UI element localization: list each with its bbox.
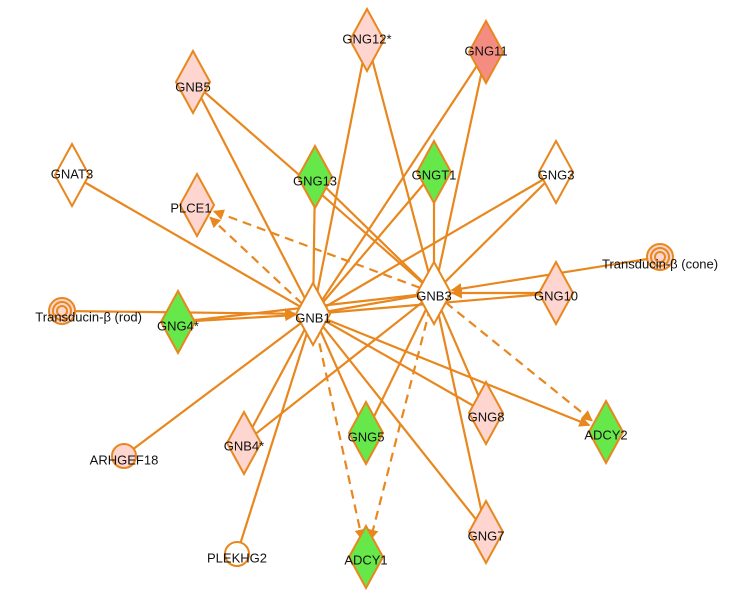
node-diamond-shape	[415, 259, 453, 327]
node-diamond-shape	[467, 18, 505, 86]
node-arhgef18[interactable]: ARHGEF18	[90, 443, 159, 469]
node-label-gnb5: GNB5	[175, 79, 210, 94]
node-gng13[interactable]: GNG13	[293, 143, 337, 211]
node-diamond-shape	[225, 409, 263, 477]
node-plekhg2[interactable]: PLEKHG2	[207, 541, 267, 567]
node-gngt1[interactable]: GNGT1	[412, 138, 457, 206]
node-gng8[interactable]: GNG8	[467, 379, 505, 447]
node-label-adcy1: ADCY1	[344, 552, 387, 567]
node-gnb3[interactable]: GNB3	[415, 259, 453, 327]
node-diamond-shape	[415, 138, 453, 206]
node-tbrod[interactable]: Transducin-β (rod)	[35, 297, 142, 325]
node-label-gng13: GNG13	[293, 173, 337, 188]
node-label-adcy2: ADCY2	[584, 427, 627, 442]
edge-gnb3-gnb4	[243, 292, 435, 444]
node-label-gngt1: GNGT1	[412, 167, 457, 182]
node-diamond-shape	[467, 379, 505, 447]
node-gnat3[interactable]: GNAT3	[51, 141, 93, 209]
node-gng10[interactable]: GNG10	[534, 259, 578, 327]
edge-gnb1-gng7	[312, 313, 487, 533]
node-diamond-shape	[347, 399, 385, 467]
edge-gnb1-gng5	[311, 313, 368, 434]
edge-gnb3-gng5	[365, 292, 435, 434]
node-circle-shape	[224, 541, 250, 567]
edge-gnb1-gnb3	[312, 291, 435, 316]
node-ring-shape	[654, 251, 666, 263]
edge-gnb1-gnat3	[71, 174, 314, 315]
node-diamond-shape	[537, 259, 575, 327]
node-label-gnb3: GNB3	[416, 288, 451, 303]
edge-gnb1-adcy1	[311, 313, 366, 541]
node-diamond-shape	[537, 138, 575, 206]
edge-gnb3-gng13	[314, 176, 435, 294]
node-gng3[interactable]: GNG3	[537, 138, 575, 206]
node-diamond-shape	[174, 48, 212, 116]
node-label-tbcone: Transducin-β (cone)	[602, 256, 718, 271]
edge-gnb3-gng3	[433, 171, 557, 294]
node-plce1[interactable]: PLCE1	[170, 171, 216, 239]
node-gng7[interactable]: GNG7	[467, 498, 505, 566]
node-gng4[interactable]: GNG4*	[157, 288, 199, 356]
node-label-gnb4: GNB4*	[224, 438, 264, 453]
node-label-gng11: GNG11	[464, 43, 507, 58]
edge-gnb3-adcy2	[433, 292, 593, 422]
edge-gnb3-gng11	[432, 51, 488, 294]
node-ring-shape	[56, 305, 68, 317]
node-gng12[interactable]: GNG12*	[342, 6, 392, 74]
node-ring-shape	[650, 247, 670, 267]
node-ring-shape	[52, 301, 72, 321]
node-tbcone[interactable]: Transducin-β (cone)	[602, 243, 718, 271]
node-diamond-shape	[467, 498, 505, 566]
node-label-gng3: GNG3	[538, 167, 575, 182]
node-label-gnat3: GNAT3	[51, 166, 93, 181]
node-gnb5[interactable]: GNB5	[174, 48, 212, 116]
edge-gnb1-gng12	[311, 39, 369, 315]
edge-gnb1-gngt1	[312, 171, 435, 315]
node-label-gng5: GNG5	[348, 429, 385, 444]
node-label-gng7: GNG7	[468, 528, 505, 543]
node-adcy1[interactable]: ADCY1	[344, 523, 388, 591]
node-label-plce1: PLCE1	[170, 200, 211, 215]
edge-gnb3-gng7	[432, 292, 488, 533]
node-label-gng4: GNG4*	[157, 318, 199, 333]
node-label-tbrod: Transducin-β (rod)	[35, 309, 142, 324]
node-diamond-shape	[178, 171, 216, 239]
node-circle-shape	[111, 443, 137, 469]
node-diamond-shape	[53, 141, 91, 209]
edge-gnb1-gnb5	[192, 81, 314, 315]
node-label-gng8: GNG8	[468, 409, 505, 424]
edge-gnb1-plce1	[209, 216, 314, 315]
edge-gnb3-gng8	[432, 292, 488, 414]
edge-gnb1-gnb4	[243, 313, 314, 444]
node-label-plekhg2: PLEKHG2	[207, 550, 267, 565]
node-gnb1[interactable]: GNB1	[294, 280, 332, 348]
node-diamond-shape	[347, 523, 385, 591]
edge-gnb3-gng12	[365, 39, 436, 294]
edge-gnb3-plce1	[212, 209, 435, 295]
node-diamond-shape	[159, 288, 197, 356]
node-diamond-shape	[348, 6, 386, 74]
edge-gnb1-gng11	[312, 51, 487, 315]
node-gng11[interactable]: GNG11	[464, 18, 508, 86]
node-diamond-shape	[294, 280, 332, 348]
node-gnb4[interactable]: GNB4*	[224, 409, 264, 477]
node-label-gng10: GNG10	[534, 288, 578, 303]
node-label-gng12: GNG12*	[342, 31, 391, 46]
node-adcy2[interactable]: ADCY2	[584, 398, 628, 466]
node-label-gnb1: GNB1	[295, 310, 330, 325]
edge-gnb1-arhgef18	[123, 313, 314, 457]
edge-gnb3-adcy1	[367, 292, 436, 541]
node-diamond-shape	[296, 143, 334, 211]
node-label-arhgef18: ARHGEF18	[90, 452, 159, 467]
edge-gnb1-plekhg2	[235, 313, 315, 555]
node-diamond-shape	[587, 398, 625, 466]
node-gng5[interactable]: GNG5	[347, 399, 385, 467]
